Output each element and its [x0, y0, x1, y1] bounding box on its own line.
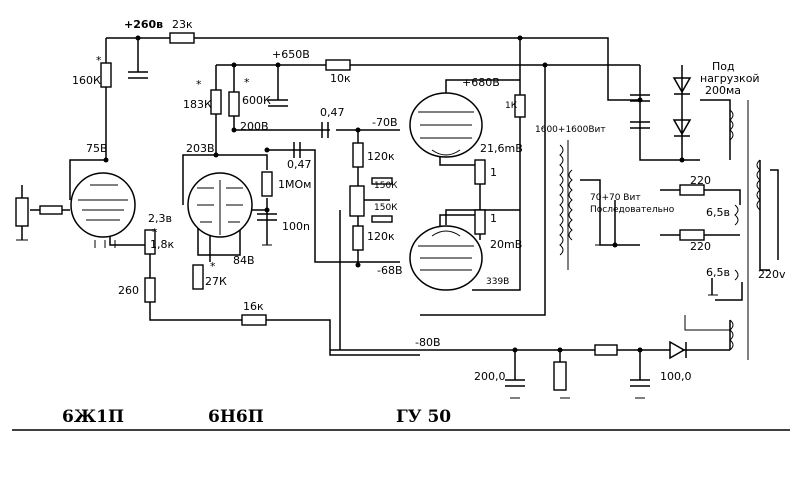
resistor-27k [192, 264, 204, 290]
label-650v: +650В [272, 48, 310, 61]
label-339v: 339В [486, 277, 509, 287]
label-100n: 100n [282, 220, 310, 233]
tube-gu50-top [409, 92, 483, 158]
star-1-8k: * [152, 226, 158, 239]
resistor-150k-a [371, 177, 393, 185]
resistors [15, 32, 705, 391]
label-16k: 16к [243, 300, 264, 313]
star-160k: * [96, 54, 102, 67]
label-203v: 203В [186, 142, 215, 155]
label-tube-6j1p: 6Ж1П [62, 407, 124, 427]
resistor-120k-a [352, 142, 364, 168]
resistor-600k [228, 91, 240, 117]
label-600k: 600К [242, 94, 271, 107]
label-1k: 1К [505, 101, 518, 111]
label-160k: 160К [72, 74, 101, 87]
potentiometer-input [15, 197, 29, 227]
label-m68v: -68В [377, 264, 403, 277]
resistor-1-b [474, 209, 486, 235]
label-27k: 27К [205, 275, 227, 288]
resistor-150k-b [371, 215, 393, 223]
label-21-6mv: 21,6mВ [480, 142, 523, 155]
label-220-a: 220 [690, 174, 711, 187]
diodes [669, 77, 692, 360]
label-047a: 0,47 [320, 106, 345, 119]
label-1-b: 1 [490, 212, 497, 225]
label-120k-b: 120к [367, 230, 395, 243]
resistor-bias [594, 344, 618, 356]
label-23k: 23к [172, 18, 193, 31]
resistor-23k [169, 32, 195, 44]
resistor-1mom [261, 171, 273, 197]
label-260: 260 [118, 284, 139, 297]
label-series: Последовательно [590, 205, 675, 215]
potentiometer-150k [349, 185, 365, 217]
resistor-input [39, 205, 63, 215]
label-tube-gu50: ГУ 50 [396, 407, 451, 427]
resistor-10k [325, 59, 351, 71]
transformer-coils [559, 100, 761, 360]
label-load-3: 200ма [705, 84, 741, 97]
label-100-0: 100,0 [660, 370, 692, 383]
label-150k-b: 150К [374, 203, 398, 213]
label-1-8k: 1,8к [150, 238, 174, 251]
label-75v: 75В [86, 142, 108, 155]
potentiometer-bias [553, 361, 567, 391]
star-600k: * [244, 76, 250, 89]
label-120k-a: 120к [367, 150, 395, 163]
label-680v: +680В [462, 76, 500, 89]
star-183k: * [196, 78, 202, 91]
labels: +260в 23к 160К * +650В 10к 183К * 600К *… [62, 18, 786, 427]
resistor-1k [514, 94, 526, 118]
resistor-1-8k [144, 229, 156, 255]
resistor-160k [100, 62, 112, 88]
resistor-120k-b [352, 225, 364, 251]
label-6-5v-a: 6,5в [706, 206, 730, 219]
resistor-220-b [679, 229, 705, 241]
tube-6j1p [70, 172, 136, 248]
label-260v: +260в [124, 18, 163, 31]
label-load-1: Под [712, 60, 735, 73]
label-20mv: 20mВ [490, 238, 522, 251]
label-1600-winding: 1600+1600Вит [535, 125, 606, 135]
resistor-220-a [679, 184, 705, 196]
ground-symbols [16, 239, 730, 399]
label-047b: 0,47 [287, 158, 312, 171]
tube-6n6p [187, 172, 253, 238]
label-84v: 84В [233, 254, 255, 267]
label-150k-a: 150К [374, 181, 398, 191]
resistor-183k [210, 89, 222, 115]
resistor-260 [144, 277, 156, 303]
label-200v: 200В [240, 120, 269, 133]
capacitors [128, 71, 650, 387]
label-m80v: -80В [415, 336, 441, 349]
label-220v-mains: 220v [758, 268, 786, 281]
label-tube-6n6p: 6Н6П [208, 407, 264, 427]
label-70-winding: 70+70 Вит [590, 193, 641, 203]
label-m70v: -70В [372, 116, 398, 129]
label-load-2: нагрузкой [700, 72, 760, 85]
star-27k: * [210, 260, 216, 273]
label-200-0: 200,0 [474, 370, 506, 383]
resistor-1-a [474, 159, 486, 185]
label-1-a: 1 [490, 166, 497, 179]
label-220-b: 220 [690, 240, 711, 253]
tube-gu50-bottom [409, 225, 483, 291]
label-10k: 10к [330, 72, 351, 85]
label-1mom: 1МОм [278, 178, 311, 191]
label-183k: 183К [183, 98, 212, 111]
label-2-3v: 2,3в [148, 212, 172, 225]
label-6-5v-b: 6,5в [706, 266, 730, 279]
resistor-16k [241, 314, 267, 326]
